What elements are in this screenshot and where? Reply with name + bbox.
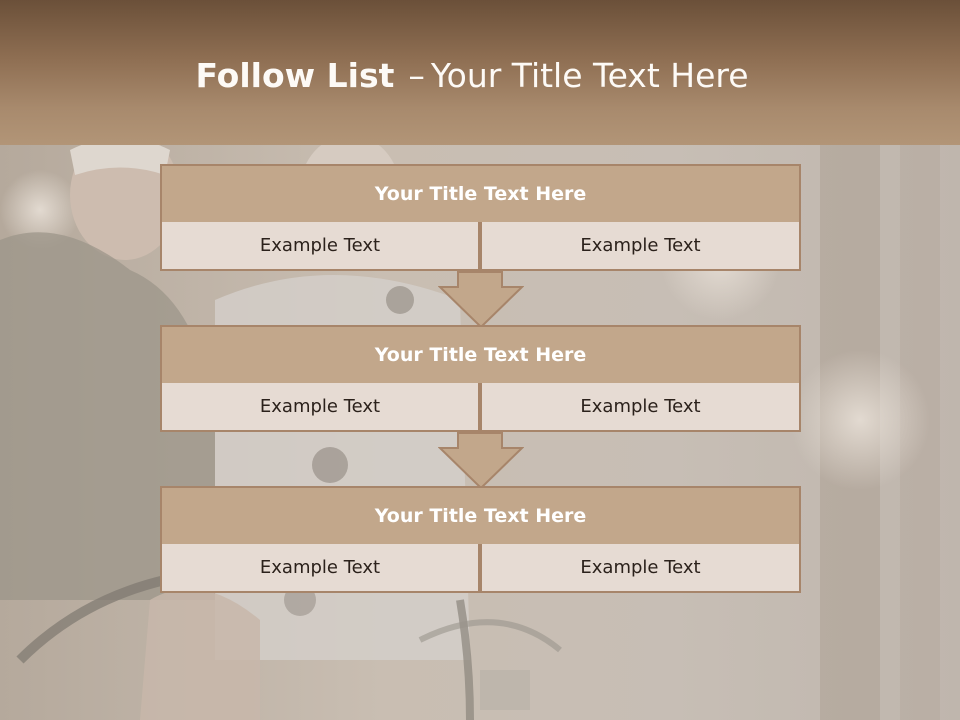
block-title: Your Title Text Here (160, 486, 801, 546)
block-cell-left: Example Text (160, 383, 480, 432)
block-cell-right: Example Text (480, 383, 801, 432)
title-rest: Your Title Text Here (430, 56, 749, 95)
title-bold: Follow List (195, 56, 395, 95)
title-separator: – (408, 56, 425, 95)
page-title: Follow List–Your Title Text Here (0, 52, 944, 100)
block-cell-left: Example Text (160, 222, 480, 271)
block-title: Your Title Text Here (160, 325, 801, 385)
down-arrow-icon (438, 432, 524, 490)
block-cell-right: Example Text (480, 544, 801, 593)
header-band: Follow List–Your Title Text Here (0, 0, 960, 145)
down-arrow-icon (438, 271, 524, 329)
block-cell-right: Example Text (480, 222, 801, 271)
block-cell-left: Example Text (160, 544, 480, 593)
block-title: Your Title Text Here (160, 164, 801, 224)
